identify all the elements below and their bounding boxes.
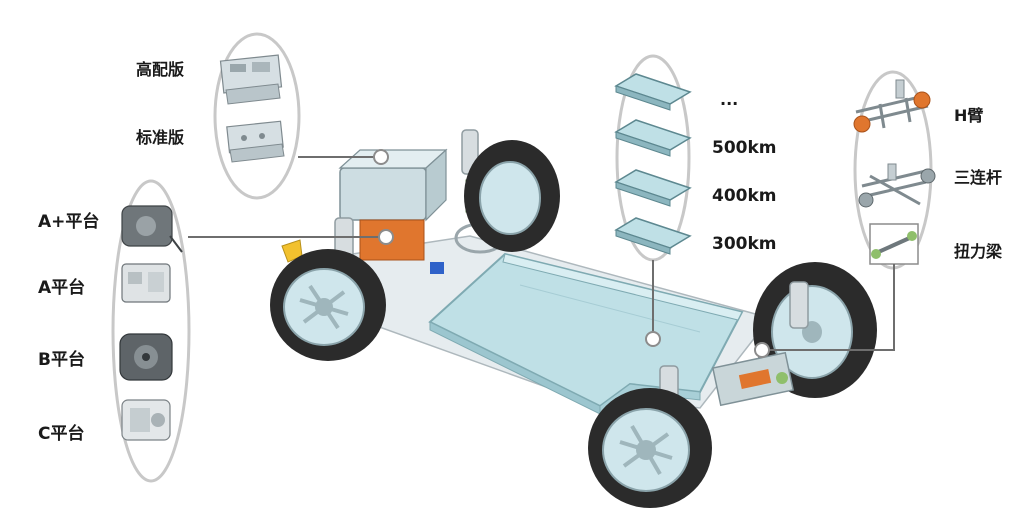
three-link-suspension-icon xyxy=(858,163,936,208)
controller-group xyxy=(213,32,389,200)
motor-b-image xyxy=(119,333,173,381)
suspension-h-arm-label: H臂 xyxy=(954,106,984,125)
battery-callout-dot xyxy=(645,331,661,347)
controller-ring xyxy=(213,32,301,200)
motor-platform-b-label: B平台 xyxy=(38,350,85,370)
motor-callout-dot xyxy=(378,229,394,245)
battery-range-500-label: 500km xyxy=(712,138,777,158)
motor-platform-c-label: C平台 xyxy=(38,424,85,444)
front-left-wheel xyxy=(270,249,386,361)
front-right-wheel xyxy=(464,140,560,252)
h-arm-suspension-icon xyxy=(853,79,931,133)
rear-suspension-group xyxy=(754,70,936,358)
suspension-leader-line xyxy=(762,264,895,351)
controller-high-spec-image xyxy=(219,54,283,105)
motor-a-plus-image xyxy=(121,205,183,253)
battery-range-group xyxy=(614,54,692,347)
motor-a-image xyxy=(121,263,171,303)
ev-chassis xyxy=(270,129,877,508)
motor-platform-group xyxy=(111,179,394,483)
controller-high-spec-label: 高配版 xyxy=(136,60,185,79)
controller-standard-label: 标准版 xyxy=(136,128,185,147)
battery-range-400-label: 400km xyxy=(712,186,777,206)
motor-platform-a-plus-label: A+平台 xyxy=(38,212,100,232)
rear-drive-unit xyxy=(711,351,795,407)
controller-callout-dot xyxy=(373,149,389,165)
torsion-beam-icon xyxy=(869,223,919,265)
battery-range-more-label: ... xyxy=(720,90,739,109)
battery-module-images xyxy=(614,73,692,255)
motor-ring xyxy=(111,179,191,483)
suspension-torsion-beam-label: 扭力梁 xyxy=(954,242,1003,261)
suspension-three-link-label: 三连杆 xyxy=(954,168,1003,187)
controller-standard-image xyxy=(226,120,285,163)
suspension-callout-dot xyxy=(754,342,770,358)
rear-left-wheel xyxy=(588,388,712,508)
battery-range-300-label: 300km xyxy=(712,234,777,254)
motor-c-image xyxy=(121,399,171,441)
motor-platform-a-label: A平台 xyxy=(38,278,86,298)
